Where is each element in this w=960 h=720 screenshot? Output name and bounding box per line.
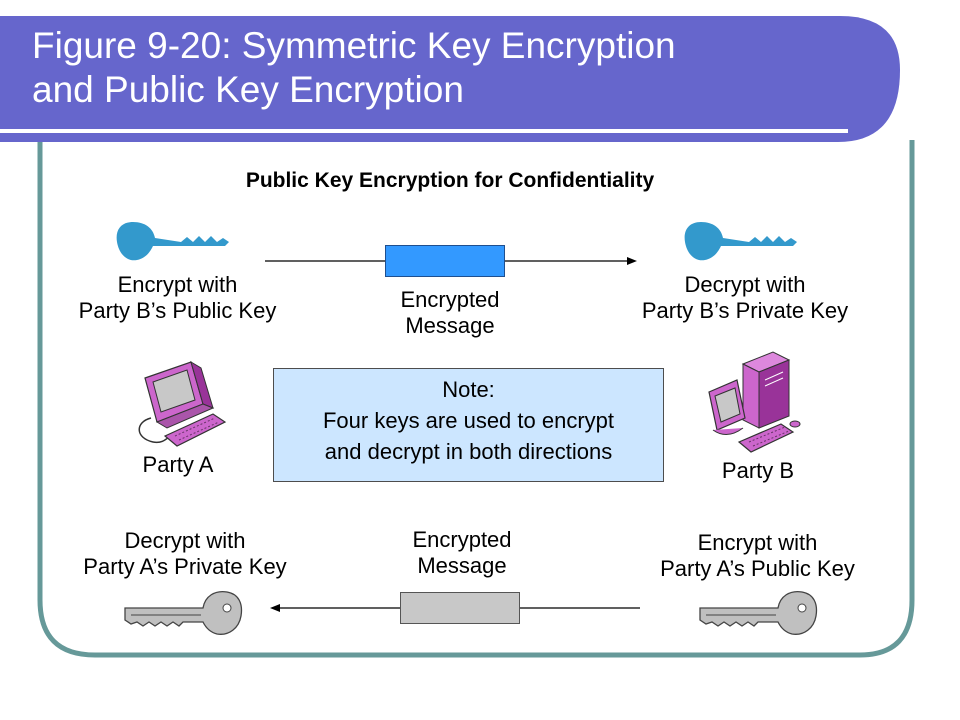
- tower-computer-icon: [708, 351, 801, 453]
- party-a-label: Party A: [142, 452, 214, 477]
- encrypted-message-label-top: Encrypted Message: [370, 287, 530, 340]
- label-line: Party B’s Public Key: [78, 298, 277, 324]
- label-line: Message: [405, 313, 495, 339]
- label-line: Message: [417, 553, 507, 579]
- desktop-computer-icon: [138, 360, 227, 447]
- note-text-line: and decrypt in both directions: [324, 439, 613, 464]
- blue-key-icon: [684, 222, 797, 261]
- encrypted-message-box-top: [385, 245, 505, 277]
- gray-key-icon: [699, 590, 818, 635]
- label-line: Party A’s Private Key: [83, 554, 287, 580]
- decrypt-with-a-private-label: Decrypt with Party A’s Private Key: [45, 528, 325, 581]
- label-line: Encrypted: [412, 527, 512, 552]
- encrypt-with-a-public-label: Encrypt with Party A’s Public Key: [620, 530, 895, 583]
- title-line-2: and Public Key Encryption: [32, 69, 464, 110]
- note-heading: Note:: [442, 377, 495, 402]
- encrypt-with-b-public-label: Encrypt with Party B’s Public Key: [40, 272, 315, 325]
- title-bar: [0, 16, 900, 142]
- title-line-1: Figure 9-20: Symmetric Key Encryption: [32, 25, 676, 66]
- label-line: Encrypt with: [117, 272, 238, 297]
- encrypted-message-label-bottom: Encrypted Message: [382, 527, 542, 580]
- party-b-label: Party B: [721, 458, 795, 483]
- label-line: Party A’s Public Key: [660, 556, 855, 582]
- diagram-subtitle: Public Key Encryption for Confidentialit…: [245, 169, 655, 192]
- slide-title: Figure 9-20: Symmetric Key Encryption an…: [32, 24, 852, 112]
- decrypt-with-b-private-label: Decrypt with Party B’s Private Key: [610, 272, 880, 325]
- label-line: Party B’s Private Key: [641, 298, 849, 324]
- encrypted-message-box-bottom: [400, 592, 520, 624]
- label-line: Encrypt with: [697, 530, 818, 555]
- gray-key-icon: [124, 590, 243, 635]
- blue-key-icon: [116, 222, 229, 261]
- note-box: Note: Four keys are used to encrypt and …: [273, 368, 664, 482]
- label-line: Decrypt with: [124, 528, 246, 553]
- label-line: Decrypt with: [684, 272, 806, 297]
- note-text-line: Four keys are used to encrypt: [322, 408, 615, 433]
- label-line: Encrypted: [400, 287, 500, 312]
